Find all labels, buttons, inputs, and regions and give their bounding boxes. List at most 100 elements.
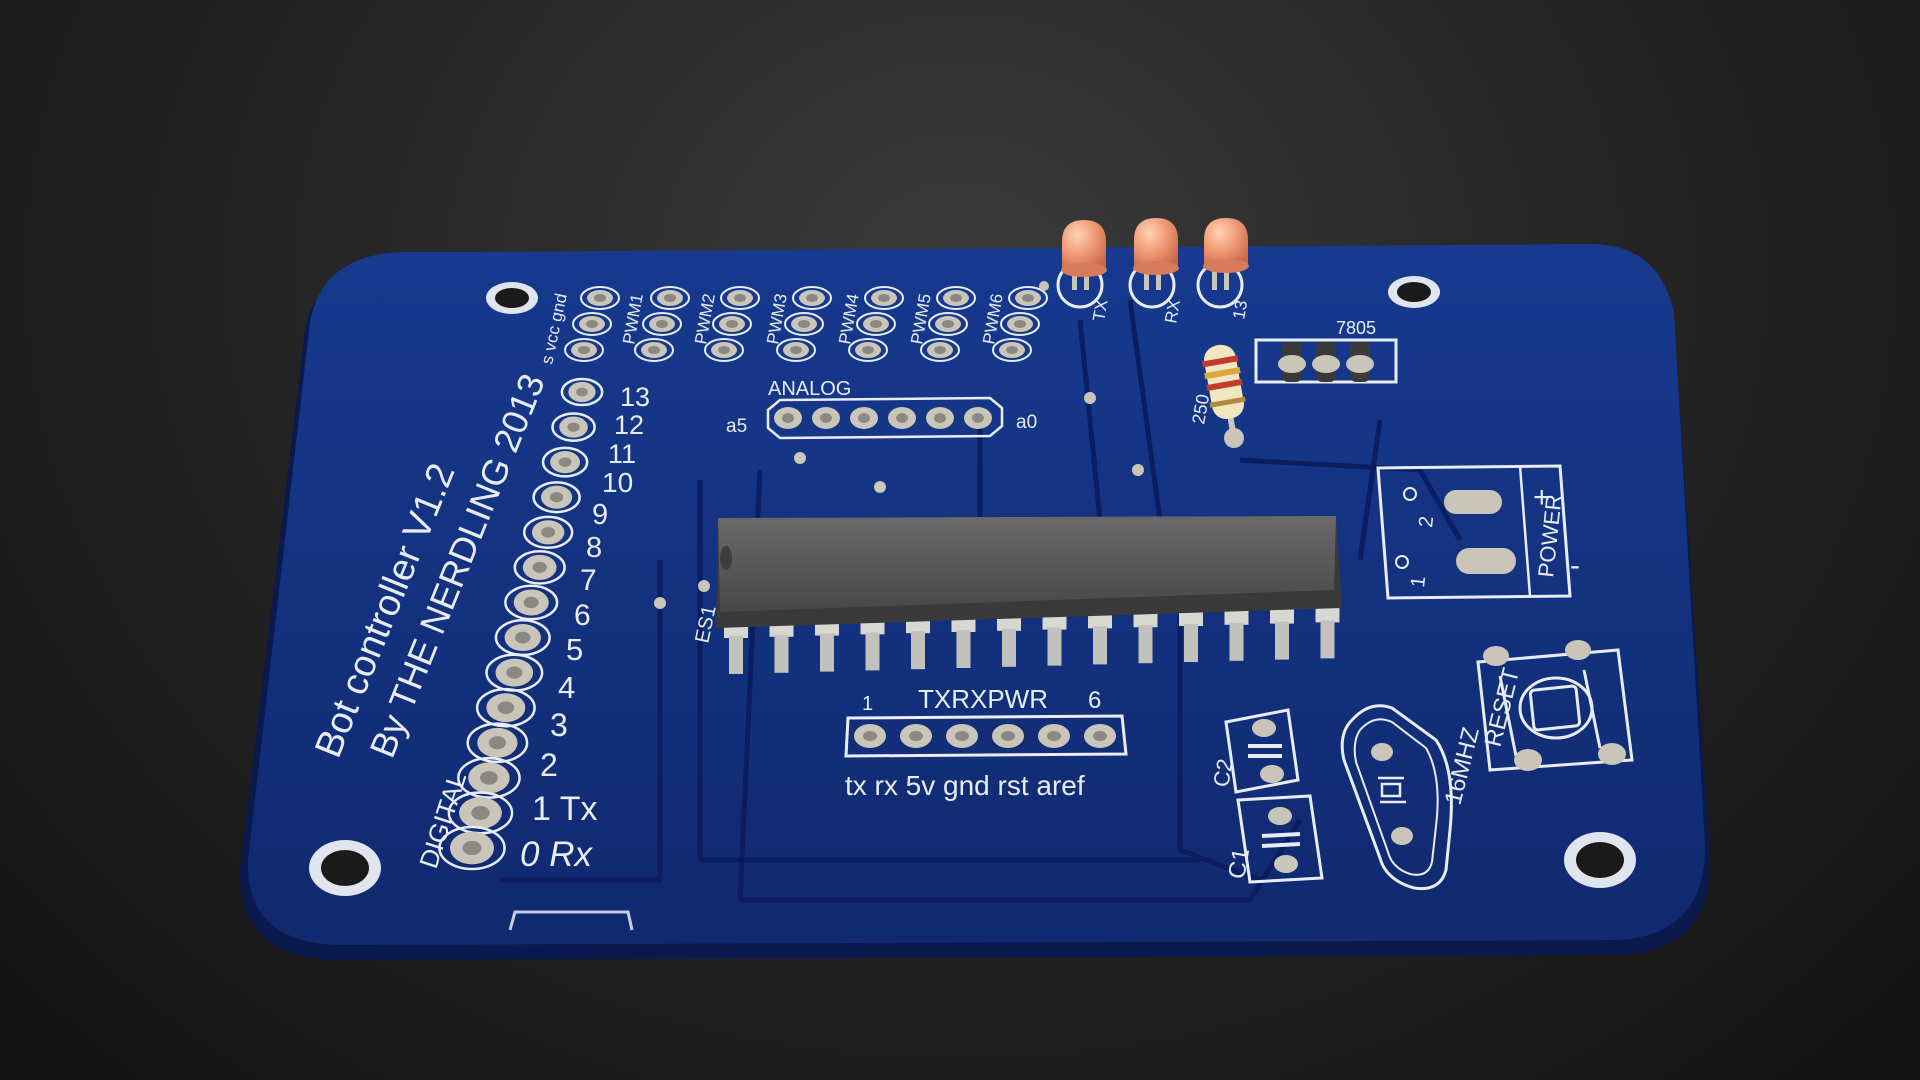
header-pad [928, 312, 968, 336]
led-rx [1128, 218, 1179, 309]
vias [654, 281, 1144, 609]
header-pad [504, 584, 559, 621]
header-pad [494, 618, 551, 657]
led-tx [1056, 220, 1107, 309]
programming-header: 1 TXRXPWR 6 tx rx 5v gnd rst aref [844, 684, 1128, 801]
header-pad [650, 286, 690, 310]
prog-header-top-label: TXRXPWR [918, 684, 1048, 714]
header-pad [812, 407, 840, 429]
digital-header [438, 377, 604, 871]
header-pad [774, 407, 802, 429]
header-pad [438, 825, 506, 871]
digital-pin-label: 0 Rx [520, 835, 593, 874]
header-pad [447, 791, 514, 835]
power-minus: - [1570, 549, 1580, 582]
capacitor-c2: C2 [1208, 708, 1300, 794]
led-label-13: 13 [1229, 299, 1251, 321]
digital-pin-label: 7 [580, 564, 597, 597]
led-label-tx: TX [1089, 298, 1111, 323]
header-pad [792, 286, 832, 310]
power-pin-2: 2 [1415, 515, 1438, 528]
header-pad [776, 338, 816, 362]
header-pad [564, 338, 604, 362]
header-pad [964, 407, 992, 429]
header-pad [551, 412, 596, 442]
header-pad [634, 338, 674, 362]
mounting-holes [309, 276, 1636, 896]
header-pad [850, 407, 878, 429]
header-pad [848, 338, 888, 362]
header-pad [522, 515, 574, 550]
header-pad [900, 724, 932, 748]
digital-pin-label: 3 [550, 707, 568, 743]
header-pad [864, 286, 904, 310]
pwm-header [564, 286, 1048, 362]
header-pad [946, 724, 978, 748]
header-pad [580, 286, 620, 310]
led-13 [1196, 218, 1249, 309]
header-pad [642, 312, 682, 336]
c2-label: C2 [1208, 757, 1238, 789]
header-pad [856, 312, 896, 336]
header-pad [475, 687, 536, 728]
header-pad [992, 724, 1024, 748]
digital-pin-label: 6 [574, 599, 591, 632]
capacitor-c1: C1 [1223, 794, 1324, 884]
power-connector: POWER + - 1 2 [1376, 464, 1580, 600]
header-pad [457, 756, 521, 799]
digital-pin-label: 1 Tx [532, 790, 598, 828]
analog-label: ANALOG [768, 378, 851, 400]
header-pad [720, 286, 760, 310]
digital-pin-label: 12 [614, 410, 644, 440]
header-pad [466, 722, 529, 764]
digital-pin-label: 11 [608, 439, 636, 469]
header-pad [572, 312, 612, 336]
header-pad [532, 481, 581, 514]
header-pad [485, 653, 544, 692]
header-pad [1000, 312, 1040, 336]
prog-header-pin-6: 6 [1088, 687, 1101, 714]
atmega-ic: ES1 [691, 516, 1342, 674]
mounting-hole [1564, 832, 1636, 888]
digital-pin-label: 8 [586, 532, 602, 564]
power-pin-1: 1 [1407, 575, 1430, 588]
digital-pin-label: 10 [602, 467, 633, 498]
prog-header-bottom-label: tx rx 5v gnd rst aref [845, 770, 1085, 801]
led-label-rx: RX [1161, 298, 1184, 325]
resistor: 250 [1188, 344, 1246, 448]
digital-pin-label: 9 [592, 499, 608, 531]
mounting-hole [1388, 276, 1440, 308]
digital-pin-label: 5 [566, 632, 583, 667]
header-pad [712, 312, 752, 336]
header-pad [1008, 286, 1048, 310]
digital-pin-label: 2 [540, 747, 558, 783]
header-pad [854, 724, 886, 748]
header-pad [920, 338, 960, 362]
edge-notch [508, 910, 634, 931]
digital-pin-label: 13 [620, 382, 650, 412]
c1-label: C1 [1223, 846, 1255, 881]
digital-pin-label: 4 [558, 670, 575, 705]
regulator-label: 7805 [1336, 318, 1376, 338]
leds: TX RX 13 [1056, 218, 1251, 325]
header-pad [560, 377, 604, 407]
analog-header: ANALOG a5 a0 [726, 378, 1037, 440]
analog-left-label: a5 [726, 416, 747, 437]
header-pad [926, 407, 954, 429]
header-pad [936, 286, 976, 310]
power-plus: + [1533, 481, 1551, 514]
voltage-regulator: 7805 [1254, 318, 1398, 384]
mounting-hole [309, 840, 381, 896]
header-pad [541, 446, 589, 478]
mounting-hole [486, 282, 538, 314]
header-pad [513, 550, 566, 585]
prog-header-pin-1: 1 [862, 693, 873, 715]
header-pad [704, 338, 744, 362]
analog-right-label: a0 [1016, 412, 1037, 433]
header-pad [992, 338, 1032, 362]
header-pad [784, 312, 824, 336]
digital-pin-labels: 13 12 11 10 9 8 7 6 5 4 3 2 1 Tx 0 Rx [520, 382, 650, 874]
header-pad [1038, 724, 1070, 748]
header-pad [1084, 724, 1116, 748]
